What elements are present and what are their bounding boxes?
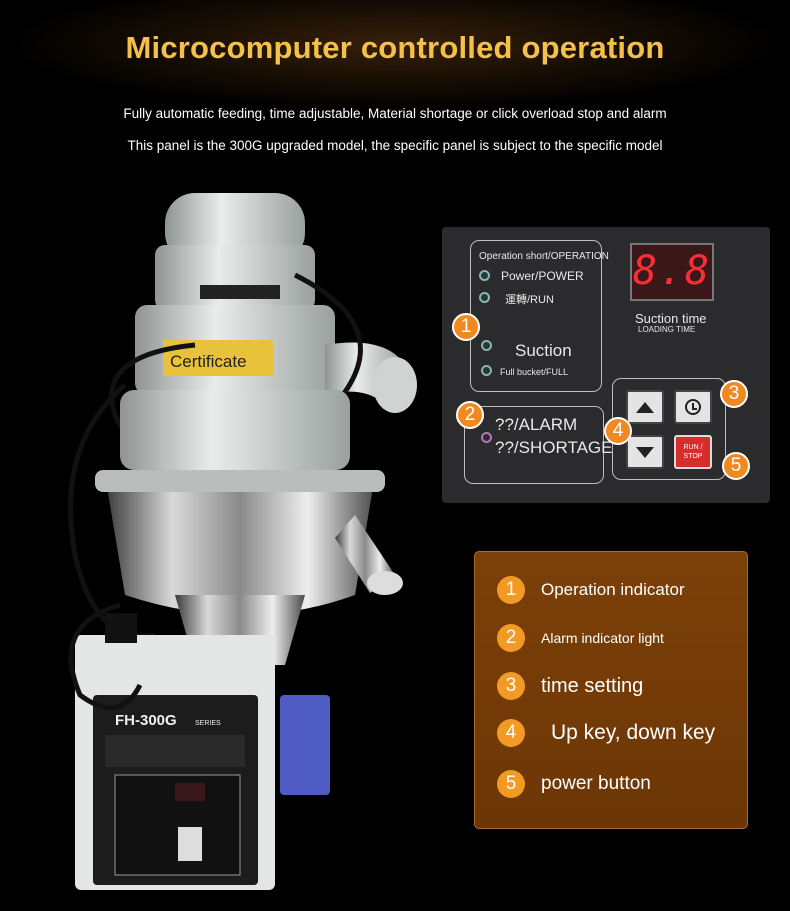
full-led xyxy=(481,365,492,376)
time-display: 8.8 xyxy=(630,243,714,301)
alarm-led xyxy=(481,432,492,443)
legend-box: 1 Operation indicator 2 Alarm indicator … xyxy=(474,551,748,829)
legend-label: Operation indicator xyxy=(541,580,685,599)
subtitle-line-2: This panel is the 300G upgraded model, t… xyxy=(127,138,663,153)
badge-5: 5 xyxy=(722,452,750,480)
suction-label: Suction xyxy=(515,341,572,360)
subtitle-line-1: Fully automatic feeding, time adjustable… xyxy=(123,106,667,121)
hopper-lid xyxy=(120,390,350,470)
blue-power-box xyxy=(280,695,330,795)
legend-label: power button xyxy=(541,773,651,794)
legend-number: 1 xyxy=(497,576,525,604)
certificate-label: Certificate xyxy=(170,352,247,371)
time-set-key[interactable] xyxy=(674,390,712,424)
run-led xyxy=(479,292,490,303)
legend-label: Up key, down key xyxy=(551,721,716,744)
legend-number: 5 xyxy=(497,770,525,798)
up-key[interactable] xyxy=(626,390,664,424)
header-glow xyxy=(0,0,790,110)
legend-item-4: 4 Up key, down key xyxy=(497,719,715,747)
motor-body xyxy=(155,245,315,310)
operation-header: Operation short/OPERATION xyxy=(479,251,609,262)
badge-4: 4 xyxy=(604,417,632,445)
badge-2: 2 xyxy=(456,401,484,429)
page-title: Microcomputer controlled operation xyxy=(125,30,665,65)
machine-photo: Certificate and approval of the factory … xyxy=(68,193,417,890)
suction-time-label: Suction time xyxy=(635,311,707,326)
alarm-label: ??/ALARM xyxy=(495,415,578,434)
alarm-group xyxy=(464,406,604,484)
up-arrow-icon xyxy=(636,401,654,413)
steel-hopper xyxy=(105,475,375,615)
power-label: Power/POWER xyxy=(501,269,584,283)
legend-item-3: 3 time setting xyxy=(497,672,643,700)
legend-number: 3 xyxy=(497,672,525,700)
loading-time-label: LOADING TIME xyxy=(638,325,696,334)
badge-3: 3 xyxy=(720,380,748,408)
shortage-label: ??/SHORTAGE xyxy=(495,438,613,457)
legend-label: Alarm indicator light xyxy=(541,630,664,646)
suction-led xyxy=(481,340,492,351)
clock-icon xyxy=(685,399,701,415)
legend-item-1: 1 Operation indicator xyxy=(497,576,685,604)
legend-item-2: 2 Alarm indicator light xyxy=(497,624,664,652)
badge-1: 1 xyxy=(452,313,480,341)
legend-number: 4 xyxy=(497,719,525,747)
run-stop-key[interactable]: RUN / STOP xyxy=(674,435,712,469)
legend-item-5: 5 power button xyxy=(497,770,651,798)
legend-number: 2 xyxy=(497,624,525,652)
legend-label: time setting xyxy=(541,674,644,697)
run-label: 運轉/RUN xyxy=(505,294,554,306)
run-stop-label: RUN / STOP xyxy=(683,444,703,460)
down-key[interactable] xyxy=(626,435,664,469)
power-led xyxy=(479,270,490,281)
control-panel xyxy=(442,227,770,503)
series-label: SERIES xyxy=(195,720,221,727)
full-label: Full bucket/FULL xyxy=(500,367,569,377)
model-label: FH-300G xyxy=(115,712,177,729)
down-arrow-icon xyxy=(636,446,654,458)
